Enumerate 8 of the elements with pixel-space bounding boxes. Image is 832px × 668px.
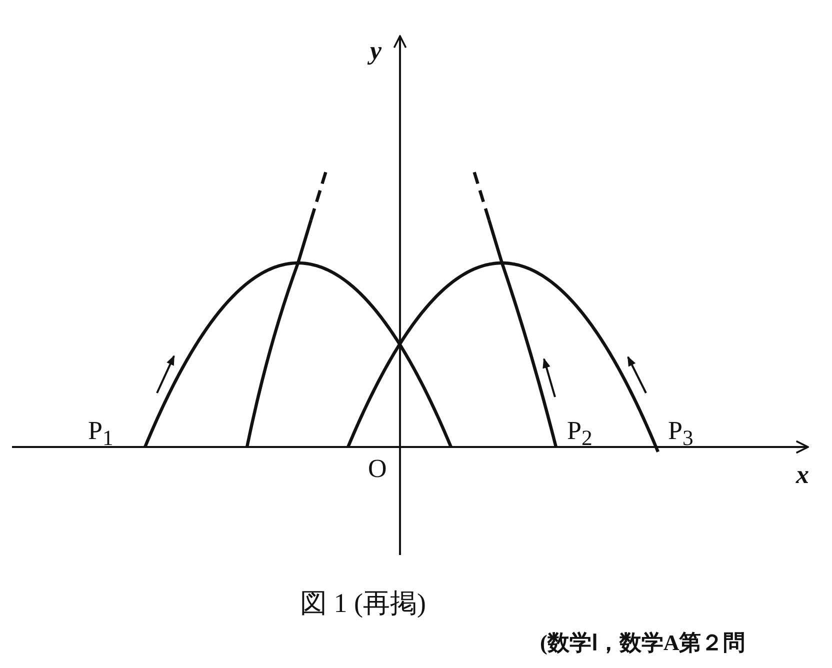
point-label: P$_{3}$	[668, 418, 694, 450]
axis-label: y	[370, 38, 382, 64]
point-label: P$_{1}$	[88, 418, 114, 450]
figure-caption: 図 1 (再掲)	[300, 590, 426, 617]
axis-label: x	[796, 462, 809, 488]
origin-label: O	[368, 456, 387, 482]
point-label: P$_{2}$	[567, 418, 592, 450]
source-note: (数学Ⅰ，数学A第２問	[540, 632, 746, 654]
